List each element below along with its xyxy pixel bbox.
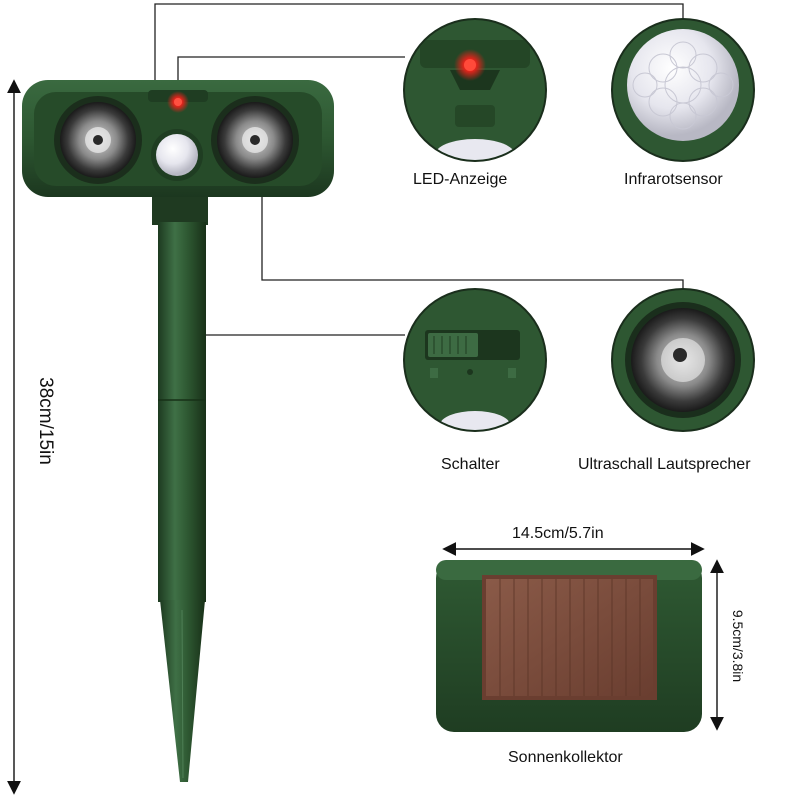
led-closeup-icon xyxy=(403,18,547,162)
callout-line-infrared xyxy=(154,3,684,92)
switch-closeup-icon xyxy=(403,288,547,432)
solar-label: Sonnenkollektor xyxy=(508,749,623,766)
ultrasonic-label: Ultraschall Lautsprecher xyxy=(578,456,751,473)
solar-panel-box xyxy=(436,560,702,732)
left-speaker-icon xyxy=(54,96,142,184)
led-label: LED-Anzeige xyxy=(413,171,508,188)
led-indicator-icon xyxy=(167,91,189,113)
infrared-closeup-icon xyxy=(611,18,755,162)
right-speaker-icon xyxy=(211,96,299,184)
panel-width-label: 14.5cm/5.7in xyxy=(512,525,604,542)
height-dimension-label: 38cm/15in xyxy=(35,377,56,465)
panel-height-dimension-label: 9.5cm/3.8in xyxy=(730,609,746,683)
pir-sensor-icon xyxy=(151,129,203,181)
callout-line-switch xyxy=(192,205,405,336)
infrared-label: Infrarotsensor xyxy=(624,171,723,188)
ultrasonic-speaker-closeup-icon xyxy=(611,288,755,432)
stake-pole xyxy=(152,195,208,782)
switch-label: Schalter xyxy=(441,456,500,473)
callout-line-ultrasonic xyxy=(261,145,684,290)
